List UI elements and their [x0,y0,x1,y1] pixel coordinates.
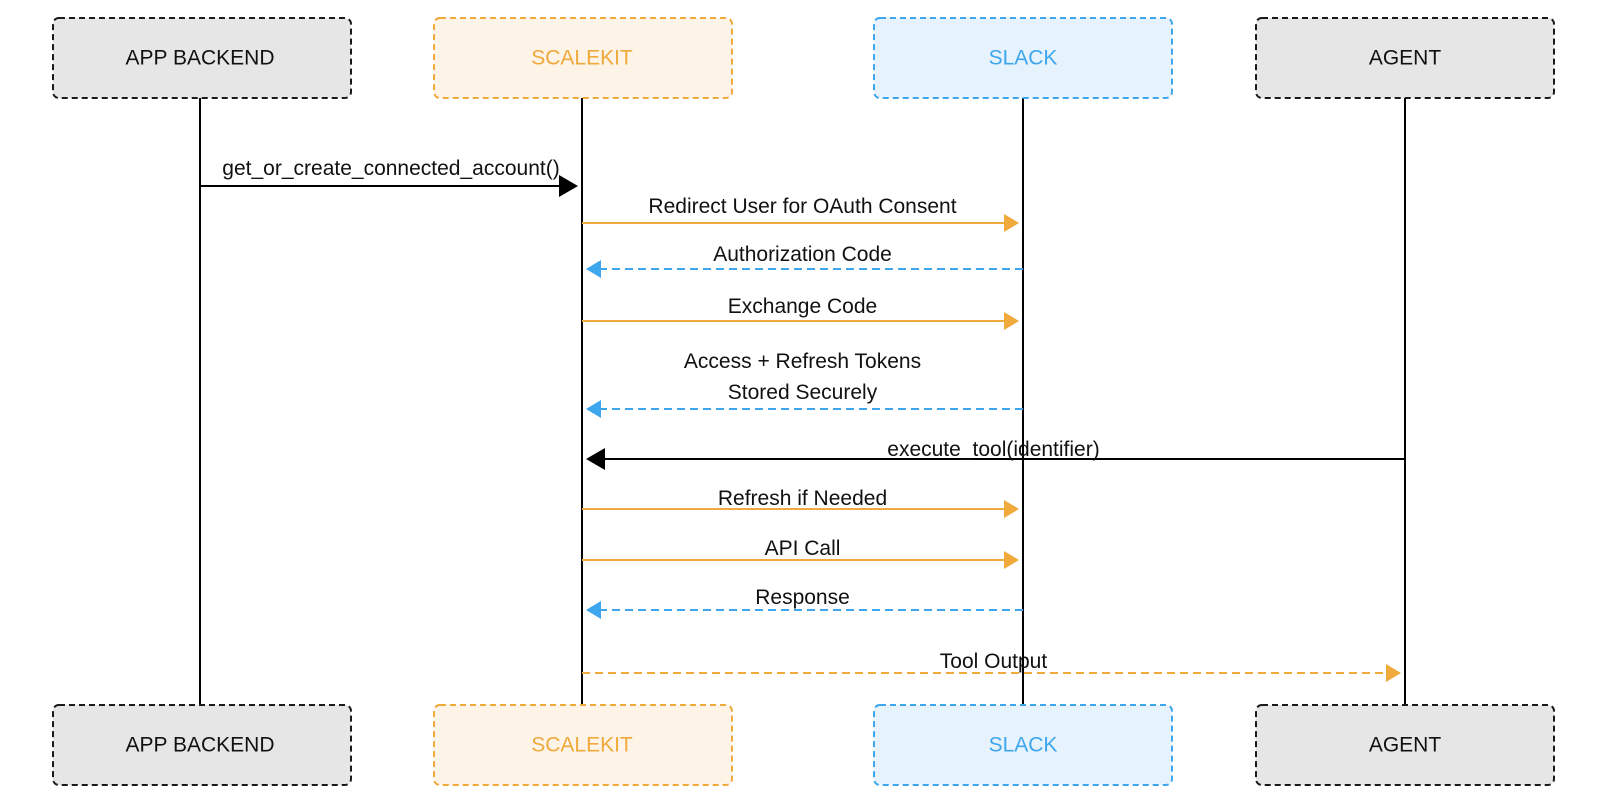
participant-slack-bottom: SLACK [873,704,1173,786]
message-1: get_or_create_connected_account() [200,157,578,197]
participant-label: APP BACKEND [126,734,275,757]
participant-label: SLACK [989,734,1058,757]
participant-app-top: APP BACKEND [52,17,352,99]
participant-label: SCALEKIT [531,47,633,70]
participant-boxes: APP BACKEND APP BACKEND SCALEKIT SCALEKIT SL… [52,17,1555,786]
participant-scalekit-bottom: SCALEKIT [433,704,733,786]
message-9: Response [586,586,1023,619]
participant-box [873,704,1173,786]
message-2: Redirect User for OAuth Consent [582,195,1019,232]
arrowhead [586,260,601,278]
message-label: get_or_create_connected_account() [222,157,559,180]
participant-label: AGENT [1369,47,1442,70]
message-4: Exchange Code [582,295,1019,330]
participant-slack-top: SLACK [873,17,1173,99]
message-8: API Call [582,537,1019,569]
message-label: Stored Securely [728,381,878,404]
message-label: API Call [765,537,841,560]
lifelines [199,98,1406,705]
participant-app-bottom: APP BACKEND [52,704,352,786]
messages: get_or_create_connected_account() Redirec… [200,157,1405,682]
arrowhead [586,448,605,470]
message-label: execute_tool(identifier) [887,438,1099,461]
arrowhead [1004,500,1019,518]
message-label: Response [755,586,850,609]
arrowhead [1004,312,1019,330]
arrowhead [1004,551,1019,569]
arrowhead [586,601,601,619]
arrowhead [586,400,601,418]
arrowhead [559,175,578,197]
participant-agent-bottom: AGENT [1255,704,1555,786]
message-label: Redirect User for OAuth Consent [648,195,956,218]
participant-label: SLACK [989,47,1058,70]
message-3: Authorization Code [586,243,1023,278]
participant-label: SCALEKIT [531,734,633,757]
message-label: Refresh if Needed [718,487,887,510]
participant-scalekit-top: SCALEKIT [433,17,733,99]
message-7: Refresh if Needed [582,487,1019,518]
message-10: Tool Output [582,650,1401,682]
message-6: execute_tool(identifier) [586,438,1405,470]
message-label: Authorization Code [713,243,892,266]
participant-box [52,17,352,99]
arrowhead [1386,664,1401,682]
participant-box [433,17,733,99]
participant-box [1255,17,1555,99]
participant-label: APP BACKEND [126,47,275,70]
message-label: Access + Refresh Tokens [684,350,921,373]
participant-box [52,704,352,786]
participant-agent-top: AGENT [1255,17,1555,99]
arrowhead [1004,214,1019,232]
participant-label: AGENT [1369,734,1442,757]
participant-box [1255,704,1555,786]
participant-box [433,704,733,786]
message-label: Exchange Code [728,295,877,318]
message-label: Tool Output [940,650,1048,673]
participant-box [873,17,1173,99]
